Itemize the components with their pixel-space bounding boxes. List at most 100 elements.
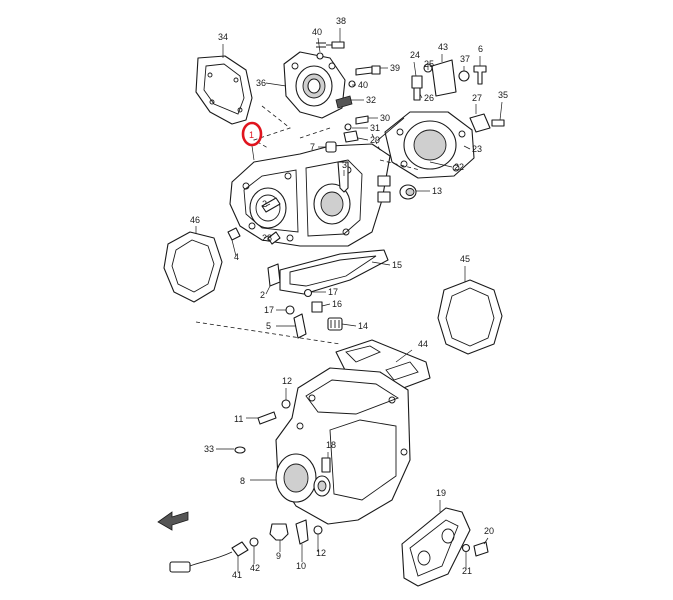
nut-16 bbox=[311, 301, 323, 313]
callout-label-35: 35 bbox=[498, 90, 508, 100]
leader-line-23 bbox=[463, 145, 471, 150]
leader-line-44 bbox=[395, 349, 413, 363]
gasket-34 bbox=[195, 55, 253, 125]
washer-40a bbox=[316, 52, 324, 60]
front-arrow-icon bbox=[157, 511, 189, 531]
callout-layer: 2234567891011121213141516171718192021222… bbox=[190, 16, 508, 580]
callout-label-9: 9 bbox=[276, 551, 281, 561]
callout-label-4: 4 bbox=[234, 252, 239, 262]
stud-2a bbox=[261, 197, 281, 213]
callout-label-12b: 12 bbox=[316, 548, 326, 558]
callout-label-17a: 17 bbox=[328, 287, 338, 297]
callout-label-6: 6 bbox=[478, 44, 483, 54]
callout-label-40b: 40 bbox=[358, 80, 368, 90]
washer-42 bbox=[249, 537, 259, 547]
washer-40b bbox=[348, 80, 356, 88]
leader-line-35 bbox=[499, 101, 503, 121]
transfer-case-front-1 bbox=[229, 143, 391, 247]
plate-43 bbox=[431, 59, 457, 97]
pin-28 bbox=[267, 231, 281, 245]
leader-line-26 bbox=[419, 93, 423, 99]
gasket-46 bbox=[163, 231, 223, 303]
callout-label-30: 30 bbox=[380, 113, 390, 123]
bolt-10 bbox=[295, 519, 309, 545]
callout-label-41: 41 bbox=[232, 570, 242, 580]
washer-17b bbox=[285, 305, 295, 315]
callout-label-32: 32 bbox=[366, 95, 376, 105]
callout-label-20: 20 bbox=[484, 526, 494, 536]
cover-23 bbox=[384, 111, 475, 179]
leader-line-24 bbox=[413, 61, 417, 77]
washer-31 bbox=[344, 123, 352, 131]
callout-label-43: 43 bbox=[438, 42, 448, 52]
callout-label-13: 13 bbox=[432, 186, 442, 196]
bolt-39 bbox=[355, 65, 381, 76]
callout-label-8: 8 bbox=[240, 476, 245, 486]
callout-label-7: 7 bbox=[310, 142, 315, 152]
sensor-41 bbox=[169, 541, 249, 573]
callout-label-16: 16 bbox=[332, 299, 342, 309]
callout-label-17b: 17 bbox=[264, 305, 274, 315]
callout-label-46: 46 bbox=[190, 215, 200, 225]
callout-label-14: 14 bbox=[358, 321, 368, 331]
washer-12b bbox=[313, 525, 323, 535]
bolt-35 bbox=[491, 119, 505, 127]
callout-label-37: 37 bbox=[460, 54, 470, 64]
callout-label-2b: 2 bbox=[260, 290, 265, 300]
bracket-27 bbox=[469, 113, 491, 133]
bolt-38 bbox=[316, 41, 345, 49]
callout-label-28: 28 bbox=[262, 233, 272, 243]
callout-label-11: 11 bbox=[234, 414, 243, 424]
callout-label-2a: 2 bbox=[262, 199, 267, 209]
callout-label-21: 21 bbox=[462, 566, 472, 576]
leader-line-15 bbox=[371, 261, 391, 266]
washer-17a bbox=[303, 288, 313, 298]
plug-9 bbox=[269, 523, 289, 541]
washer-33 bbox=[234, 446, 246, 454]
callout-label-18: 18 bbox=[326, 440, 336, 450]
bolt-6 bbox=[473, 65, 487, 85]
callout-label-31: 31 bbox=[370, 123, 380, 133]
callout-label-27: 27 bbox=[472, 93, 482, 103]
leader-line-2a bbox=[265, 203, 271, 207]
stud-2b bbox=[267, 263, 281, 287]
callout-label-3: 3 bbox=[342, 160, 347, 170]
callout-label-38: 38 bbox=[336, 16, 346, 26]
callout-label-34: 34 bbox=[218, 32, 228, 42]
highlight-label: 1 bbox=[249, 130, 254, 140]
callout-label-19: 19 bbox=[436, 488, 446, 498]
transfer-case-rear-8 bbox=[275, 367, 411, 525]
plate-29 bbox=[343, 130, 359, 143]
plug-7 bbox=[325, 141, 337, 153]
callout-label-40a: 40 bbox=[312, 27, 322, 37]
leader-line-2b bbox=[265, 285, 271, 295]
highlighted-callout-1: 1 bbox=[241, 121, 263, 161]
cover-19 bbox=[401, 507, 471, 587]
bolt-30 bbox=[355, 115, 369, 125]
dowel-4 bbox=[227, 227, 241, 241]
leader-line-14 bbox=[341, 323, 357, 327]
sensor-26 bbox=[411, 75, 423, 101]
callout-label-12a: 12 bbox=[282, 376, 292, 386]
bolt-3 bbox=[337, 161, 349, 193]
callout-label-23: 23 bbox=[472, 144, 482, 154]
callout-label-39: 39 bbox=[390, 63, 400, 73]
leader-line-40a bbox=[317, 37, 321, 53]
bearing-retainer-36 bbox=[283, 51, 346, 119]
bolt-11 bbox=[257, 411, 277, 425]
seal-13 bbox=[399, 184, 417, 200]
callout-label-42: 42 bbox=[250, 563, 260, 573]
callout-label-22: 22 bbox=[454, 162, 464, 172]
bolt-20 bbox=[473, 541, 489, 557]
bolt-5 bbox=[293, 313, 307, 339]
leader-line-20 bbox=[483, 537, 489, 545]
leader-line-29 bbox=[357, 137, 369, 141]
gasket-45 bbox=[437, 279, 503, 355]
leader-line-4 bbox=[231, 239, 237, 257]
callout-label-10: 10 bbox=[296, 561, 306, 571]
plug-18 bbox=[321, 457, 331, 473]
leader-line-16 bbox=[321, 303, 331, 307]
spring-32 bbox=[335, 95, 353, 109]
washer-37 bbox=[458, 70, 470, 82]
